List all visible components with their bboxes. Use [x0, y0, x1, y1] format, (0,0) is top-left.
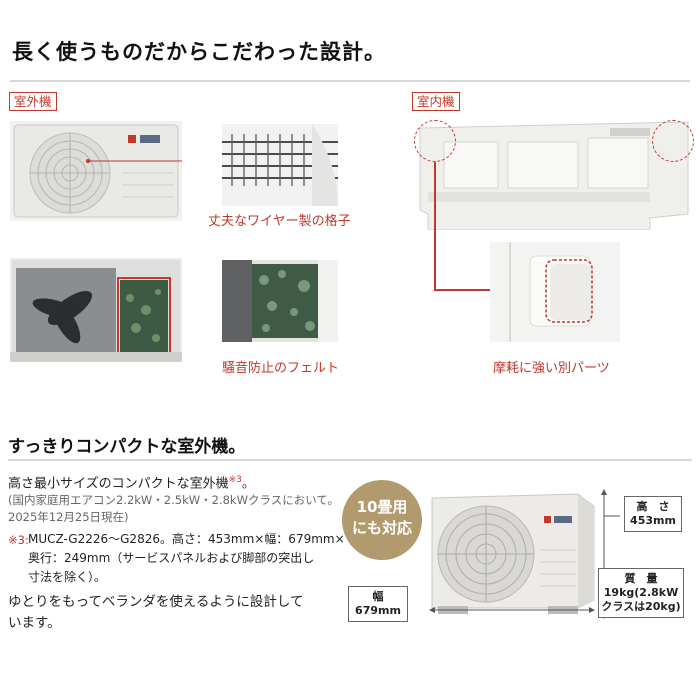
highlight-circle-left	[414, 120, 456, 162]
separate-parts-illustration	[490, 242, 620, 342]
highlight-circle-right	[652, 120, 694, 162]
closing-line-2: います。	[8, 615, 61, 631]
lead-subnote: (国内家庭用エアコン2.2kW・2.5kW・2.8kWクラスにおいて。 2025…	[8, 492, 348, 526]
compact-outdoor-unit-photo	[428, 490, 598, 616]
outdoor-unit-tag: 室外機	[9, 92, 57, 111]
wire-grille-illustration	[222, 124, 338, 206]
separate-parts-closeup-photo	[490, 242, 620, 342]
outdoor-unit-front-photo	[10, 121, 182, 221]
wire-grille-closeup-photo	[222, 124, 338, 206]
height-spec-box: 高 さ 453mm	[624, 496, 682, 532]
weight-label: 質 量	[624, 572, 658, 585]
width-spec-box: 幅 679mm	[348, 586, 408, 622]
footnote-line-1: MUCZ-G2226～G2826。高さ：453mm×幅：679mm×	[28, 532, 345, 546]
indoor-unit-tag: 室内機	[412, 92, 460, 111]
section-title-compact: すっきりコンパクトな室外機。	[8, 437, 246, 457]
outdoor-unit-front-illustration	[13, 124, 182, 218]
lead-end: 。	[241, 476, 255, 492]
outdoor-unit-interior-photo	[10, 258, 182, 362]
lead-note-mark: ※3	[228, 475, 242, 485]
subnote-line-1: (国内家庭用エアコン2.2kW・2.5kW・2.8kWクラスにおいて。	[8, 493, 340, 507]
closing-line-1: ゆとりをもってベランダを使えるように設計して	[8, 594, 304, 610]
caption-wire-grille: 丈夫なワイヤー製の格子	[208, 214, 351, 229]
height-label: 高 さ	[636, 500, 670, 513]
compact-outdoor-unit-illustration	[431, 493, 595, 614]
caption-felt: 騒音防止のフェルト	[222, 361, 340, 376]
section-title-design: 長く使うものだからこだわった設計。	[12, 40, 386, 64]
felt-closeup-photo	[222, 260, 338, 342]
caption-separate-parts: 摩耗に強い別パーツ	[493, 361, 610, 376]
width-label: 幅	[372, 590, 384, 603]
capacity-badge: 10畳用 にも対応	[342, 480, 422, 560]
footnote-mark: ※3:	[8, 533, 29, 547]
lead-text: 高さ最小サイズのコンパクトな室外機※3。	[8, 471, 348, 493]
weight-value-1: 19kg(2.8kW	[603, 586, 679, 599]
closing-text: ゆとりをもってベランダを使えるように設計して います。	[8, 592, 348, 634]
weight-spec-box: 質 量 19kg(2.8kW クラスは20kg)	[598, 568, 684, 618]
width-value: 679mm	[355, 604, 401, 617]
footnote-line-3: 寸法を除く）。	[28, 570, 107, 584]
connector-line-horizontal	[434, 289, 490, 291]
badge-line-1: 10畳用	[356, 498, 408, 516]
outdoor-unit-interior-illustration	[10, 260, 182, 362]
subnote-line-2: 2025年12月25日現在)	[8, 510, 129, 524]
felt-closeup-illustration	[222, 260, 338, 342]
footnote-body: MUCZ-G2226～G2826。高さ：453mm×幅：679mm× 奥行：24…	[28, 530, 348, 587]
connector-line-vertical	[434, 162, 436, 290]
title-underline	[10, 80, 690, 82]
height-value: 453mm	[630, 514, 676, 527]
footnote-line-2: 奥行：249mm（サービスパネルおよび脚部の突出し	[28, 551, 315, 565]
lead-main: 高さ最小サイズのコンパクトな室外機	[8, 476, 229, 492]
weight-value-2: クラスは20kg)	[601, 600, 681, 613]
badge-line-2: にも対応	[351, 519, 412, 537]
section-divider	[8, 459, 692, 461]
